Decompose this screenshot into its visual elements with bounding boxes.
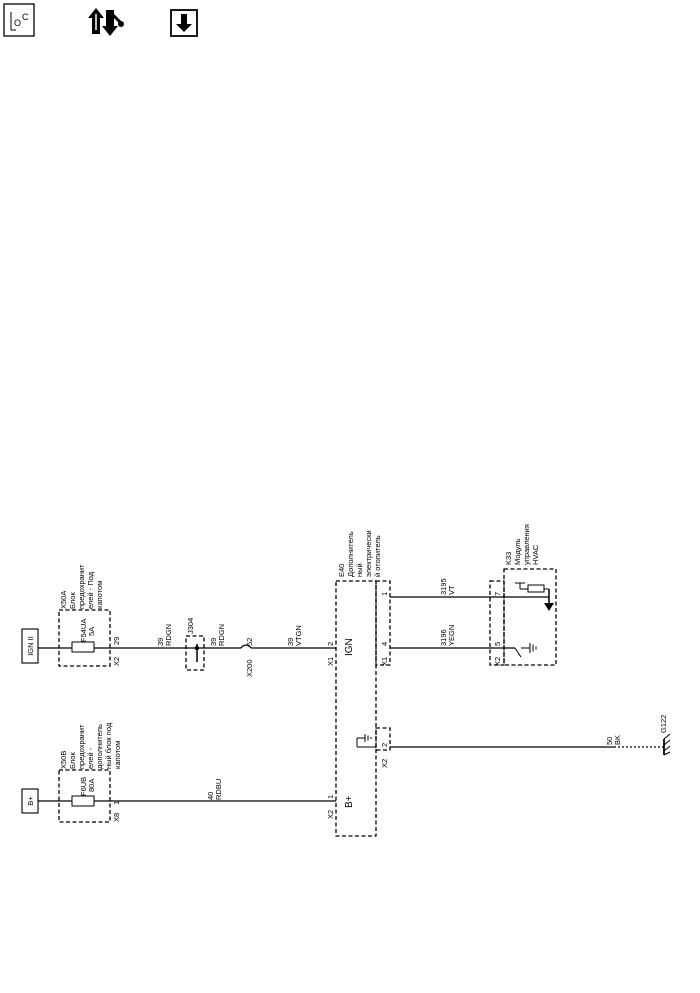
b-plus-label: B+ <box>26 796 35 806</box>
j304-label: J304 <box>186 618 195 634</box>
x50a-name-line-4: капотом <box>95 581 104 609</box>
x50b-fuse-block[interactable]: X50B Блок предохранит елей - дополнитель… <box>58 722 122 823</box>
wire-39a-circuit: 39 <box>156 638 165 646</box>
k33-name-line-3: HVAC <box>531 544 540 565</box>
x50a-fuse-block[interactable]: X50A Блок предохранит елей - Под капотом… <box>58 564 121 667</box>
x50b-fuse-id: F6UB <box>79 777 88 796</box>
down-arrow-button[interactable] <box>170 9 198 37</box>
x50a-connector: X2 <box>112 657 121 666</box>
e40-connector-x2-left: X2 <box>326 810 335 819</box>
g122-ground[interactable]: G122 <box>659 715 671 756</box>
g122-label: G122 <box>659 715 668 733</box>
x50b-name-line-1: Блок <box>68 752 77 769</box>
k33-input-circuit <box>515 582 554 611</box>
wire-3195-circuit: 3195 <box>439 578 448 595</box>
e40-pin-ign: 2 <box>326 642 335 646</box>
x50a-fuse-symbol <box>71 641 95 653</box>
e40-name-line-1: Дополнитель <box>346 531 355 577</box>
connector-info-button[interactable] <box>88 8 124 36</box>
ign-ii-source[interactable]: IGN II <box>21 628 39 664</box>
e40-pin-bplus: 1 <box>326 795 335 799</box>
loc-icon-letter-c: C <box>22 12 29 22</box>
j304-splice[interactable]: J304 <box>185 618 205 671</box>
x50a-name-line-3: елей - Под <box>86 571 95 609</box>
b-plus-source[interactable]: B+ <box>21 788 39 814</box>
x50b-name: Блок предохранит елей - дополнитель ный … <box>68 722 122 769</box>
x50b-fuse-amps: 80A <box>87 779 96 792</box>
x50b-connector: X8 <box>112 813 121 822</box>
k33-pin-top: 7 <box>493 592 502 596</box>
x50a-pin: 29 <box>112 637 121 645</box>
wire-40-circuit: 40 <box>206 792 215 800</box>
k33-pin-bottom: 5 <box>493 642 502 646</box>
x50b-pin: 1 <box>112 801 121 805</box>
x50a-fuse-id: F54UA <box>79 619 88 642</box>
e40-name-line-3: электрически <box>364 530 373 577</box>
x50b-name-line-2: предохранит <box>77 724 86 769</box>
loc-icon: O C <box>10 12 29 31</box>
x50b-fuse-symbol <box>71 795 95 807</box>
wire-39c-circuit: 39 <box>286 638 295 646</box>
x50a-name: Блок предохранит елей - Под капотом <box>68 564 104 609</box>
x50a-name-line-1: Блок <box>68 592 77 609</box>
k33-name: Модуль управления HVAC <box>513 524 540 565</box>
e40-pin-out1: 1 <box>380 592 389 596</box>
e40-ground-symbol <box>356 734 376 748</box>
loc-button-frame <box>3 3 35 37</box>
e40-ign-label: IGN <box>344 638 355 656</box>
wire-50-circuit: 50 <box>605 737 614 745</box>
k33-name-line-1: Модуль <box>513 538 522 565</box>
e40-name-line-4: й отопитель <box>373 535 382 577</box>
loc-icon-letter-o: O <box>14 18 21 28</box>
e40-name-line-2: ный <box>355 563 364 577</box>
e40-connector-x1-right: X1 <box>380 657 389 666</box>
x50a-name-line-2: предохранит <box>77 564 86 609</box>
x50b-name-line-6: капотом <box>113 741 122 769</box>
e40-connector-x2-right: X2 <box>380 759 389 768</box>
wire-3195-color: VT <box>447 585 456 595</box>
x200-label: X200 <box>245 659 254 677</box>
k33-connector: X2 <box>493 657 502 666</box>
x200-connector[interactable]: 52 X200 <box>240 638 254 677</box>
e40-heater[interactable]: E40 Дополнитель ный электрически й отопи… <box>326 530 391 837</box>
x50b-id: X50B <box>59 751 68 769</box>
k33-switch-ground <box>514 643 537 658</box>
loc-button[interactable]: O C <box>3 3 35 37</box>
k33-hvac-module[interactable]: K33 Модуль управления HVAC 7 5 X2 <box>489 524 557 666</box>
wire-40-color: RDBU <box>214 779 223 800</box>
wire-39b-color: RDGN <box>217 624 226 646</box>
e40-pin-out4: 4 <box>380 642 389 646</box>
x200-pin: 52 <box>245 638 254 646</box>
wire-3196-color: YEGN <box>447 625 456 646</box>
down-arrow-icon <box>176 14 192 32</box>
wire-39b-circuit: 39 <box>209 638 218 646</box>
x50b-name-line-4: дополнитель <box>95 724 104 769</box>
wire-39c-color: VTGN <box>294 625 303 646</box>
e40-name: Дополнитель ный электрически й отопитель <box>346 530 382 577</box>
e40-pin-ground: 2 <box>380 743 389 747</box>
k33-name-line-2: управления <box>522 524 531 565</box>
e40-connector-x1-left: X1 <box>326 657 335 666</box>
x50a-fuse-amps: 5A <box>87 627 96 636</box>
connector-info-icon <box>88 8 124 36</box>
k33-id: K33 <box>504 552 513 565</box>
ign-ii-label: IGN II <box>26 636 35 656</box>
wire-50-color: BK <box>613 735 622 745</box>
e40-bplus-label: B+ <box>344 795 355 808</box>
wire-3196-circuit: 3196 <box>439 629 448 646</box>
x50b-name-line-5: ный блок под <box>104 722 113 769</box>
e40-id: E40 <box>337 564 346 577</box>
x50b-name-line-3: елей - <box>86 747 95 769</box>
wire-39a-color: RDGN <box>164 624 173 646</box>
x50a-id: X50A <box>59 591 68 609</box>
